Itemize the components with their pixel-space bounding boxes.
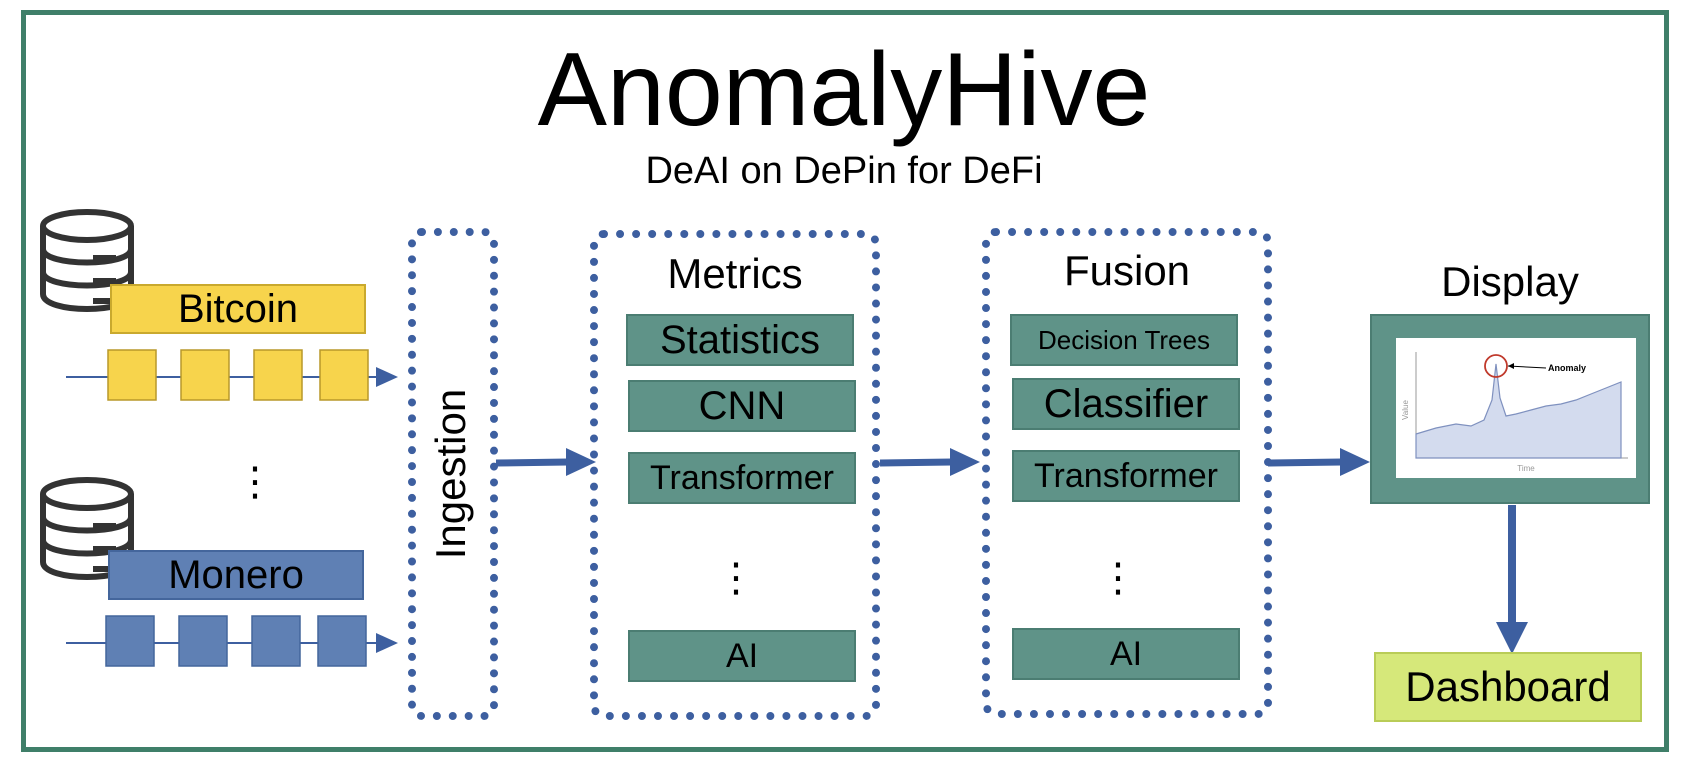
metrics-statistics-box: Statistics [626,314,854,366]
diagram-subtitle: DeAI on DePin for DeFi [645,150,1043,192]
metrics-title: Metrics [667,250,803,297]
fusion-title: Fusion [1063,247,1191,294]
fusion-transformer-box: Transformer [1012,450,1240,502]
chain-ellipsis: ⋮ [235,460,275,504]
display-monitor: Anomaly Time Value [1370,314,1650,504]
fusion-ellipsis: ⋮ [1098,556,1138,600]
chain-label-bitcoin: Bitcoin [110,284,366,334]
display-screen: Anomaly Time Value [1396,338,1636,478]
anomaly-annotation: Anomaly [1548,363,1586,373]
fusion-decision-trees-box: Decision Trees [1010,314,1238,366]
chart-xlabel: Time [1517,464,1535,473]
metrics-cnn-box: CNN [628,380,856,432]
metrics-stage [590,230,880,720]
fusion-classifier-box: Classifier [1012,378,1240,430]
display-title: Display [1441,258,1579,305]
anomaly-chart: Anomaly Time Value [1401,352,1628,473]
metrics-ai-box: AI [628,630,856,682]
fusion-ai-box: AI [1012,628,1240,680]
dashboard-box: Dashboard [1374,652,1642,722]
chart-ylabel: Value [1401,400,1410,420]
metrics-transformer-box: Transformer [628,452,856,504]
metrics-ellipsis: ⋮ [716,556,756,600]
bitcoin-blockchain [66,349,398,401]
fusion-stage [982,228,1272,718]
chain-label-monero: Monero [108,550,364,600]
database-icon [40,209,134,312]
monero-blockchain [66,615,398,667]
ingestion-stage [408,228,498,720]
diagram-title: AnomalyHive [537,32,1151,148]
diagram-frame [21,10,1669,752]
